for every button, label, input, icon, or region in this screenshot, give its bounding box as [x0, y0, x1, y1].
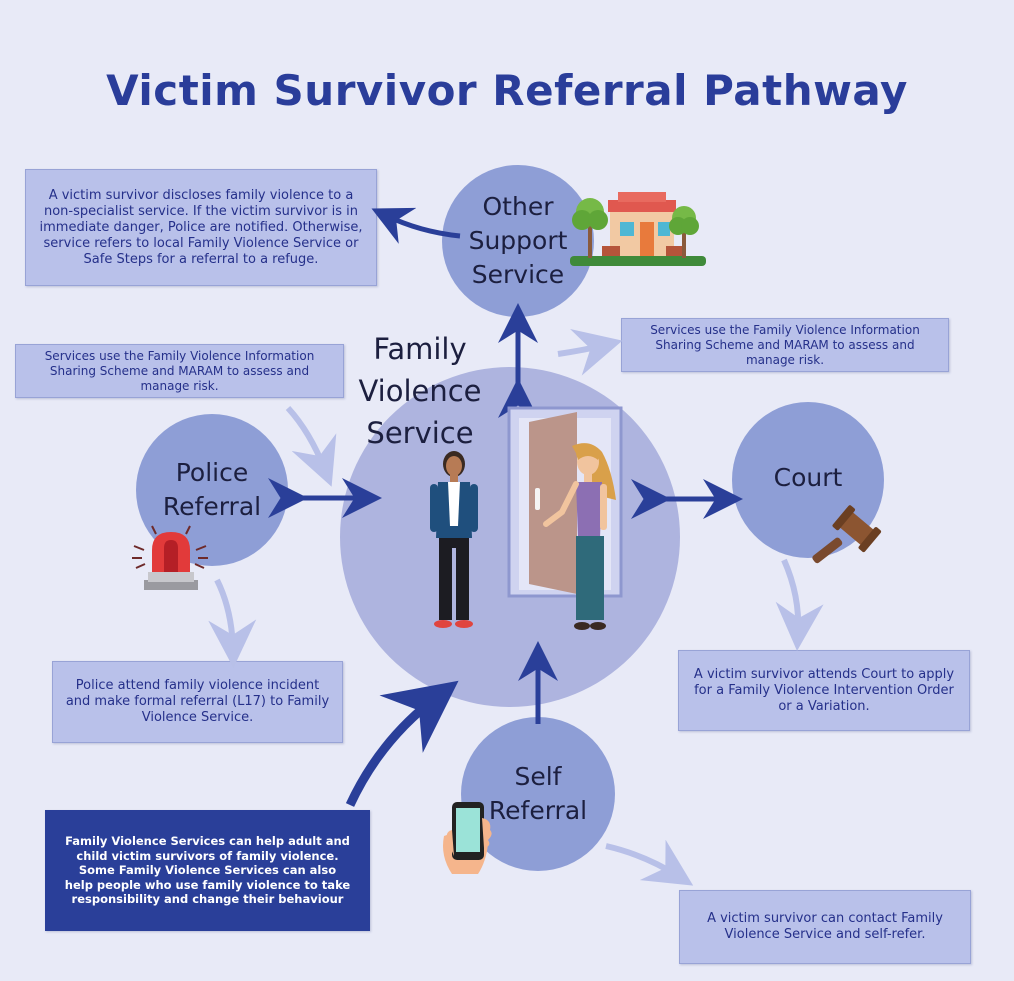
- gavel-icon: [812, 505, 882, 564]
- worker-figure: [430, 451, 478, 628]
- other-support-info-box: A victim survivor discloses family viole…: [25, 169, 377, 286]
- siren-icon: [132, 525, 208, 590]
- phone-icon: [443, 802, 492, 874]
- arrow-fvs-to-center: [345, 680, 459, 807]
- police-info-box: Police attend family violence incident a…: [52, 661, 343, 743]
- police-referral-node: Police Referral: [136, 414, 288, 566]
- arrow-other-to-box: [371, 207, 461, 244]
- fvs-info-box: Family Violence Services can help adult …: [45, 810, 370, 931]
- arrow-center-to-info-right: [557, 328, 623, 376]
- arrow-court-to-box: [775, 558, 824, 651]
- info-sharing-left-box: Services use the Family Violence Informa…: [15, 344, 344, 398]
- arrow-police-to-box: [208, 578, 257, 668]
- door-icon: [507, 406, 623, 598]
- other-support-service-node: Other Support Service: [442, 165, 594, 317]
- visitor-figure: [543, 443, 616, 630]
- house-icon: [570, 192, 706, 266]
- court-info-box: A victim survivor attends Court to apply…: [678, 650, 970, 731]
- arrow-self-to-box: [605, 839, 694, 886]
- arrow-info-left-to-center: [285, 405, 337, 487]
- info-sharing-right-box: Services use the Family Violence Informa…: [621, 318, 949, 372]
- self-referral-info-box: A victim survivor can contact Family Vio…: [679, 890, 971, 964]
- family-violence-service-label: Family Violence Service: [358, 332, 482, 450]
- page-title: Victim Survivor Referral Pathway: [106, 66, 908, 115]
